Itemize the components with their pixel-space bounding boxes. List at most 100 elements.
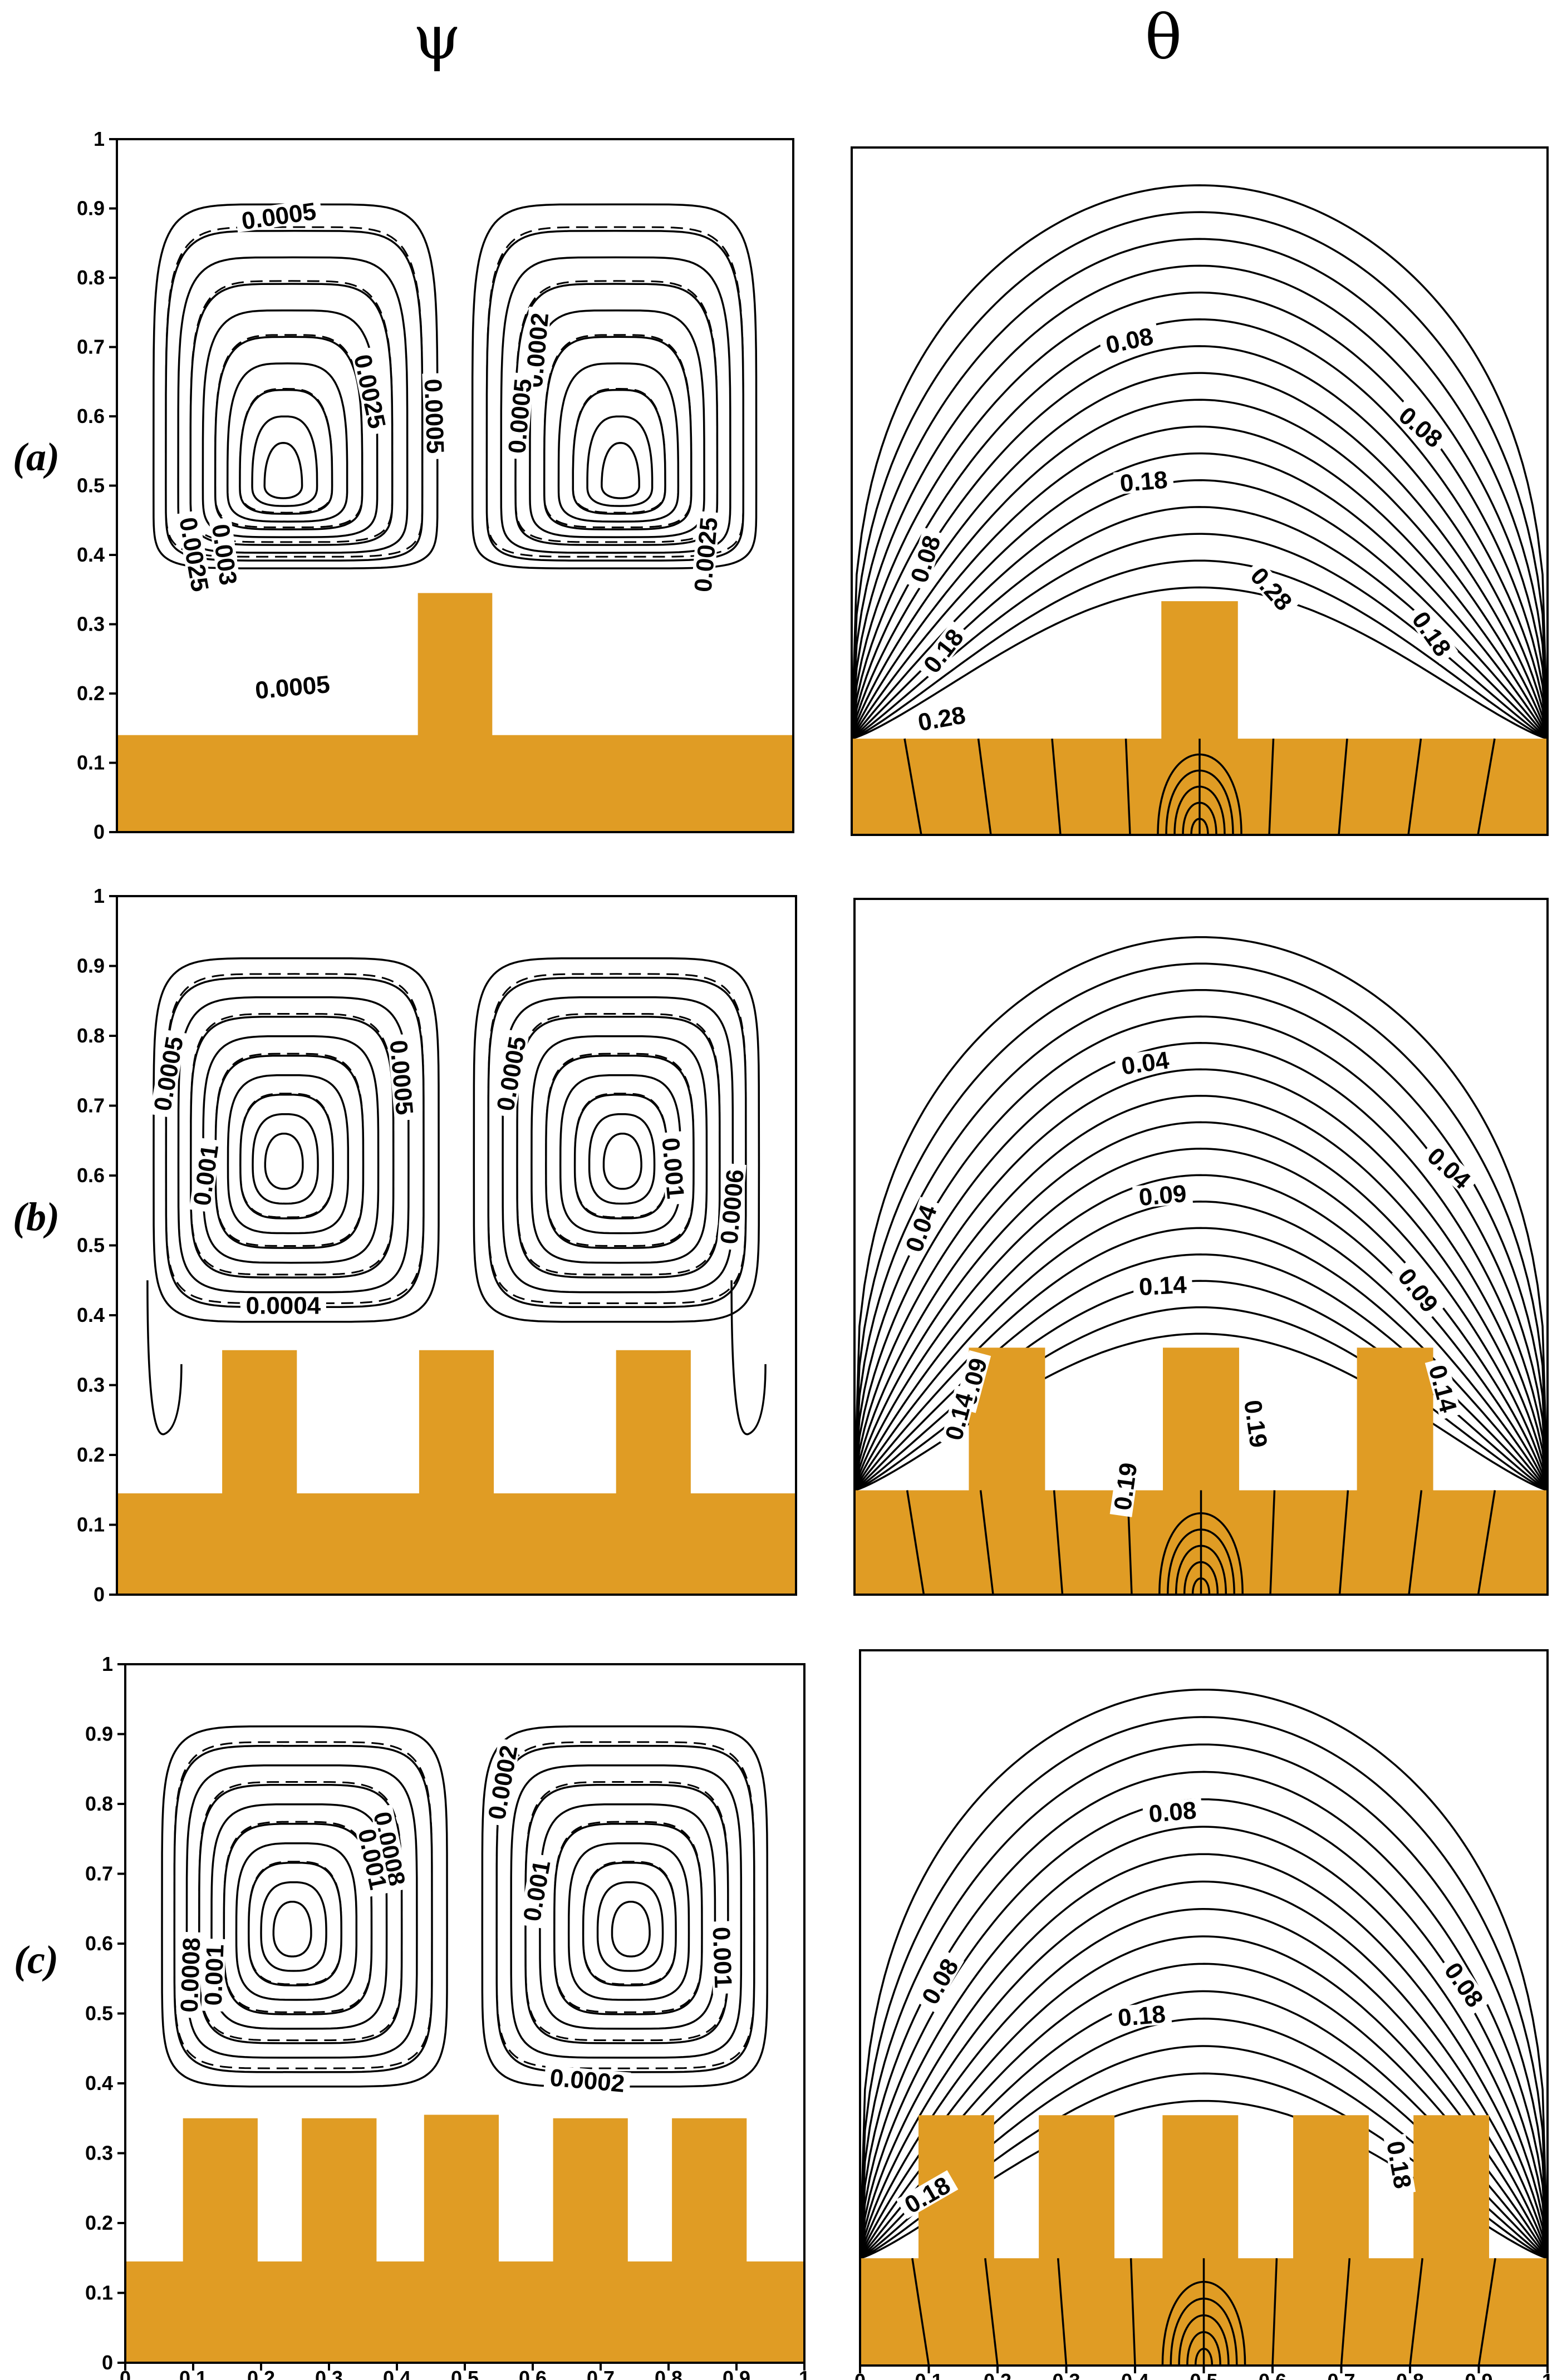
isotherm	[860, 1798, 1548, 2259]
contour-label-bg	[1142, 1798, 1203, 1826]
contour-label: 0.0002	[520, 306, 554, 394]
isotherm	[854, 1201, 1548, 1491]
y-tick-label: 0.8	[77, 1024, 105, 1047]
isotherm-base	[1268, 739, 1275, 835]
x-tick-label: 0.1	[179, 2367, 207, 2380]
fin	[1163, 1348, 1239, 1491]
y-tick-label: 0.9	[77, 955, 105, 977]
fin	[222, 1350, 297, 1494]
streamline-dashed	[248, 1861, 342, 1985]
isotherm-base	[1340, 2258, 1351, 2366]
contour-label: 0.0005	[503, 372, 537, 460]
contour-label-text: 0.19	[1239, 1398, 1272, 1449]
heated-base	[117, 1493, 796, 1595]
isotherm	[852, 399, 1548, 739]
x-tick-label: 0.5	[1190, 2369, 1217, 2380]
contour-label-bg	[543, 2065, 631, 2095]
streamline	[529, 309, 705, 538]
streamline	[567, 1842, 690, 2001]
x-tick-label: 0.5	[451, 2367, 479, 2380]
contour-label-bg	[1114, 1047, 1176, 1078]
solid-region	[117, 1350, 796, 1595]
contour-label-text: 0.18	[1117, 2000, 1167, 2032]
contour-label-text: 0.0006	[715, 1168, 749, 1245]
fin	[424, 2115, 499, 2263]
plot-area	[860, 1688, 1548, 2366]
streamline-tail	[730, 1280, 767, 1435]
contour-label-text: 0.08	[1148, 1797, 1198, 1828]
isotherm-base	[903, 738, 922, 835]
isotherm	[854, 989, 1548, 1491]
contour-label-bg	[248, 672, 336, 702]
contour-label: 0.0005	[419, 373, 449, 460]
isotherm-base	[1124, 739, 1131, 835]
x-tick-label: 0.8	[1396, 2369, 1424, 2380]
streamline	[596, 1881, 664, 1972]
streamline	[153, 957, 440, 1323]
isotherm	[852, 559, 1548, 740]
y-tick-label: 0.4	[77, 543, 105, 566]
y-tick-label: 0.1	[77, 1513, 105, 1536]
contour-label-bg	[201, 1938, 226, 2012]
y-tick-label: 0	[102, 2351, 113, 2374]
streamline	[471, 203, 758, 569]
contour-label-bg	[1420, 1139, 1479, 1196]
heated-base	[117, 735, 793, 832]
contour-label-bg	[1132, 1272, 1193, 1298]
contour-label-text: 0.0005	[254, 671, 331, 705]
isotherm	[854, 1095, 1548, 1491]
contour-label-bg	[896, 2170, 959, 2219]
contour-label: 0.18	[1113, 466, 1175, 498]
streamline	[190, 1015, 395, 1278]
solid-region	[117, 593, 793, 832]
contour-label-bg	[484, 1738, 521, 1827]
y-tick-label: 1	[94, 127, 105, 150]
contour-label: 0.19	[1239, 1393, 1273, 1455]
y-tick-label: 1	[102, 1653, 113, 1675]
plot-area	[117, 203, 793, 832]
fin	[1161, 601, 1238, 740]
y-tick-label: 0.2	[77, 682, 105, 705]
streamline	[210, 1803, 388, 2030]
x-tick-label: 0.7	[587, 2367, 615, 2380]
isotherm-base	[1477, 2258, 1496, 2366]
streamline	[260, 1881, 327, 1972]
contour-label: 0.001	[708, 1921, 736, 1994]
contour-label-bg	[1098, 323, 1161, 357]
isotherm	[854, 1068, 1548, 1491]
contour-label-bg	[659, 1131, 688, 1206]
contour-label-bg	[422, 373, 448, 460]
streamline	[531, 1035, 708, 1264]
isotherm-base	[1407, 738, 1422, 835]
contour-label-bg	[1132, 1181, 1193, 1209]
isotherm-base	[1409, 2258, 1423, 2366]
isotherm-base	[1269, 1490, 1276, 1595]
y-tick-label: 0.9	[85, 1723, 113, 1745]
contour-label-bg	[1109, 1455, 1141, 1517]
streamline	[487, 976, 747, 1309]
y-tick-label: 0.9	[77, 197, 105, 220]
y-tick-label: 0.2	[85, 2211, 113, 2234]
fin	[1162, 2115, 1239, 2259]
plot-frame	[851, 146, 1549, 836]
contour-label: 0.0002	[543, 2064, 631, 2098]
streamline-dashed	[574, 1093, 669, 1218]
y-tick-label: 0.1	[85, 2281, 113, 2304]
fin	[1039, 2115, 1114, 2259]
isotherm	[860, 1935, 1548, 2259]
streamline	[153, 203, 439, 569]
streamline-dashed	[514, 280, 719, 543]
streamline	[557, 362, 680, 523]
streamline-dashed	[553, 1821, 703, 2013]
streamline	[252, 1113, 319, 1205]
contour-label: 0.0004	[240, 1292, 326, 1319]
streamline-dashed	[189, 280, 394, 543]
streamline	[559, 1074, 682, 1235]
x-tick-label: 0.3	[1052, 2369, 1080, 2380]
contour-label-bg	[905, 527, 945, 591]
streamline	[539, 1803, 716, 2030]
y-tick-label: 0.5	[77, 1234, 105, 1257]
isotherm	[860, 1743, 1548, 2259]
x-tick-label: 0.6	[519, 2367, 547, 2380]
